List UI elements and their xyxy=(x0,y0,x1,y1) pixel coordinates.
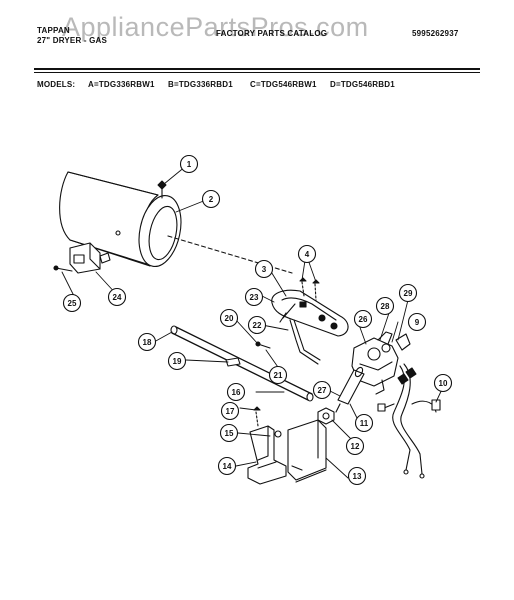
catalog-title: FACTORY PARTS CATALOG xyxy=(216,29,328,38)
callout-11 xyxy=(354,413,374,433)
fitting-drawing xyxy=(335,366,365,413)
callout-label-27: 27 xyxy=(318,386,327,395)
callout-label-1: 1 xyxy=(187,160,192,169)
valve-bracket-drawing xyxy=(287,419,327,483)
sensor-bracket-drawing xyxy=(69,242,111,274)
callout-21 xyxy=(268,365,288,385)
screw-drawing xyxy=(157,180,167,199)
callout-label-26: 26 xyxy=(359,315,368,324)
screw-20-drawing xyxy=(255,341,271,349)
callout-label-20: 20 xyxy=(225,314,234,323)
callout-26 xyxy=(353,309,373,329)
callout-label-8: 18 xyxy=(143,338,152,347)
callout-label-24: 24 xyxy=(113,293,122,302)
model-b: B=TDG336RBD1 xyxy=(168,80,233,89)
callout-16 xyxy=(226,382,246,402)
igniter-lead-drawing xyxy=(289,319,321,365)
callout-2 xyxy=(201,189,221,209)
gas-pipe-drawing xyxy=(170,325,314,402)
callout-29 xyxy=(398,283,418,303)
igniter-drawing xyxy=(271,277,349,337)
header-rule-bottom xyxy=(34,72,480,73)
model-c: C=TDG546RBW1 xyxy=(250,80,317,89)
callout-22 xyxy=(247,315,267,335)
callout-label-13: 13 xyxy=(353,472,362,481)
callout-17 xyxy=(220,401,240,421)
model-a: A=TDG336RBW1 xyxy=(88,80,155,89)
pipe-bracket-drawing xyxy=(247,406,287,485)
watermark-text: AppliancePartsPros.com xyxy=(62,12,369,42)
header-rule-top xyxy=(34,68,480,70)
models-label: MODELS: xyxy=(37,80,76,89)
callout-20 xyxy=(219,308,239,328)
callout-label-23: 23 xyxy=(250,293,259,302)
callout-label-22: 22 xyxy=(253,321,262,330)
callout-28 xyxy=(375,296,395,316)
model-d: D=TDG546RBD1 xyxy=(330,80,395,89)
model-description: 27" DRYER - GAS xyxy=(37,36,108,45)
callout-27 xyxy=(312,380,332,400)
leader-lines xyxy=(61,165,445,479)
callout-8 xyxy=(137,332,157,352)
brand-label: TAPPAN xyxy=(37,26,70,35)
callout-label-25: 25 xyxy=(68,299,77,308)
callout-label-3: 3 xyxy=(262,265,267,274)
callout-label-10: 10 xyxy=(439,379,448,388)
callout-label-17: 17 xyxy=(226,407,235,416)
callout-label-19: 19 xyxy=(173,357,182,366)
callout-label-14: 14 xyxy=(223,462,232,471)
callout-3 xyxy=(254,259,274,279)
callout-label-11: 11 xyxy=(360,419,369,428)
callout-23 xyxy=(244,287,264,307)
callout-label-28: 28 xyxy=(381,302,390,311)
callout-25 xyxy=(62,293,82,313)
callout-label-4: 4 xyxy=(305,250,310,259)
callout-labels: 1 2 3 4 18 9 10 11 12 13 14 15 16 17 18 … xyxy=(68,160,448,481)
wiring-harness-drawing xyxy=(377,363,441,479)
callout-19 xyxy=(167,351,187,371)
callout-10 xyxy=(433,373,453,393)
callout-label-21: 21 xyxy=(274,371,283,380)
callout-13 xyxy=(347,466,367,486)
callout-9 xyxy=(407,312,427,332)
pipe-clip-drawing xyxy=(225,357,241,367)
callout-12 xyxy=(345,436,365,456)
callout-label-2: 2 xyxy=(209,195,214,204)
callout-24 xyxy=(107,287,127,307)
screw-25-drawing xyxy=(53,265,73,272)
callout-1 xyxy=(179,154,199,174)
part-number: 5995262937 xyxy=(412,29,459,38)
callout-15 xyxy=(219,423,239,443)
nut-drawing xyxy=(317,407,335,425)
burner-tube-drawing xyxy=(59,171,293,274)
callout-label-12: 12 xyxy=(351,442,360,451)
gas-valve-drawing xyxy=(351,331,411,395)
callout-14 xyxy=(217,456,237,476)
callout-markers xyxy=(62,154,453,486)
callout-label-9: 9 xyxy=(415,318,420,327)
callout-label-15: 15 xyxy=(225,429,234,438)
callout-label-16: 16 xyxy=(232,388,241,397)
callout-4 xyxy=(297,244,317,264)
callout-label-29: 29 xyxy=(404,289,413,298)
